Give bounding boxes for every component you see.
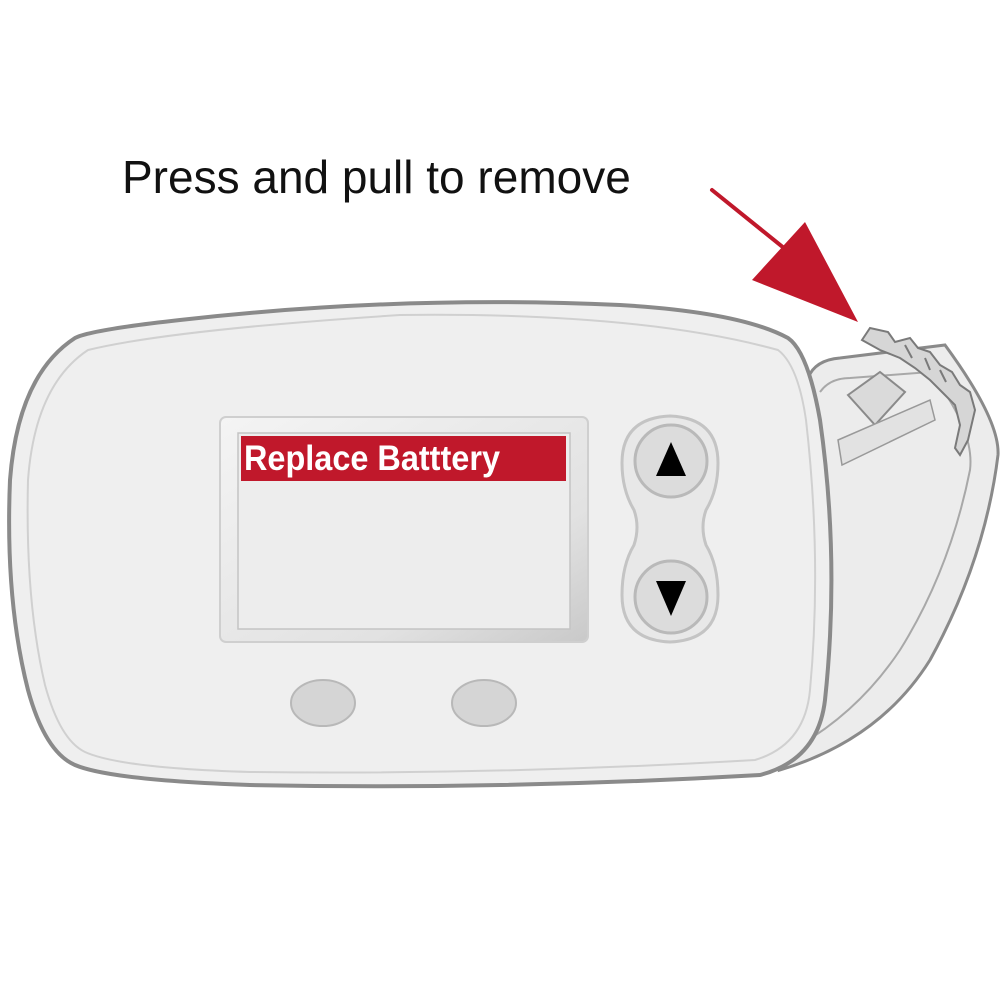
instruction-caption: Press and pull to remove (122, 151, 631, 203)
triangle-down-icon (656, 581, 686, 616)
screen-message: Replace Batttery (244, 439, 500, 478)
up-button[interactable] (633, 423, 709, 499)
down-button[interactable] (633, 559, 709, 635)
door-release-tab[interactable] (860, 326, 977, 457)
right-oval-button[interactable] (451, 679, 517, 727)
display-screen: Replace Batttery (219, 416, 589, 643)
thermostat-body-inner-edge (26, 313, 817, 774)
red-pointer-arrow (710, 188, 858, 322)
battery-door[interactable] (777, 343, 1000, 773)
left-oval-button[interactable] (290, 679, 356, 727)
message-banner (241, 436, 566, 481)
up-down-rocker (620, 414, 720, 644)
triangle-up-icon (656, 442, 686, 476)
